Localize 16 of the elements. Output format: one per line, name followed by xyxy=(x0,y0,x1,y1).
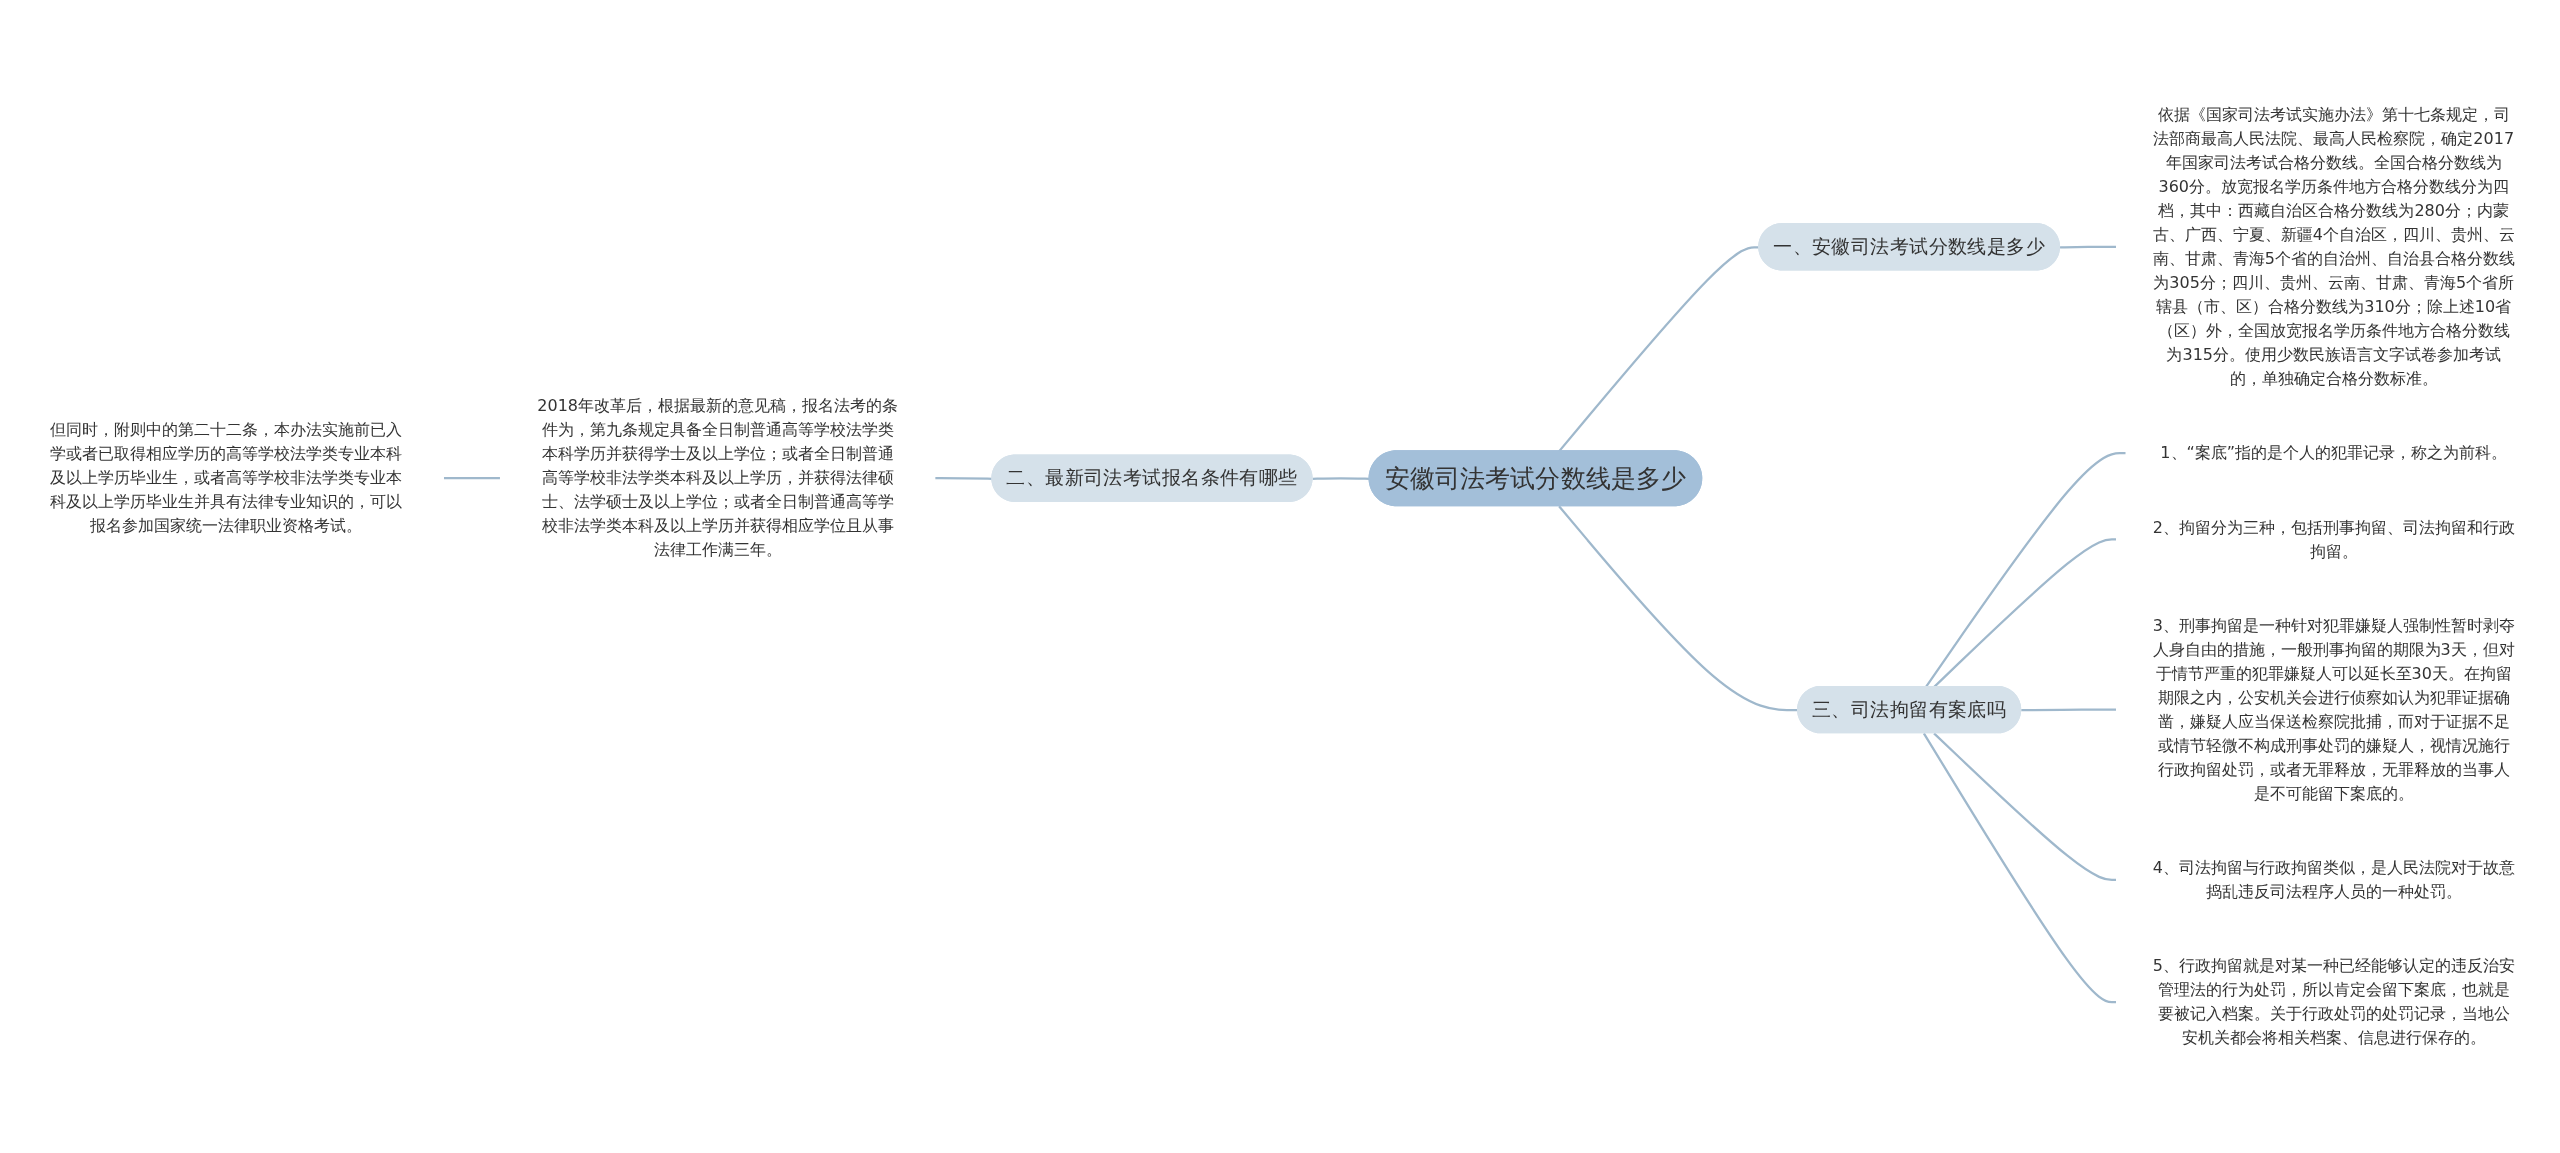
connector xyxy=(1924,451,2127,688)
connector xyxy=(2021,708,2117,712)
node-text: 但同时，附则中的第二十二条，本办法实施前已入学或者已取得相应学历的高等学校法学类专业本科及以上学历毕业生，或者高等学校非法学类专业本科及以上学历毕业生并具有法律专业知识的，可以报名参加国家统一法律职业资格考试。 xyxy=(50,420,403,535)
node-text: 依据《国家司法考试实施办法》第十七条规定，司法部商最高人民法院、最高人民检察院，确定2017年国家司法考试合格分数线。全国合格分数线为360分。放宽报名学历条件地方合格分数线分为四档，其中：西藏自治区合格分数线为280分；内蒙古、广西、宁夏、新疆4个自治区，四川、贵州、云南、甘肃、青海5个省的自治州、自治县合格分数线为305分；四川、贵州、云南、甘肃、青海5个省所辖县（市、区）合格分数线为310分；除上述10省（区）外，全国放宽报名学历条件地方合格分数线为315分。使用少数民族语言文字试卷参加考试的，单独确定合格分数标准。 xyxy=(2152,105,2515,388)
connector xyxy=(443,477,501,480)
node-text: 5、行政拘留就是对某一种已经能够认定的违反治安管理法的行为处罚，所以肯定会留下案底，也就是要被记入档案。关于行政处罚的处罚记录，当地公安机关都会将相关档案、信息进行保存的。 xyxy=(2152,956,2515,1047)
node-text: 3、刑事拘留是一种针对犯罪嫌疑人强制性暂时剥夺人身自由的措施，一般刑事拘留的期限为3天，但对于情节严重的犯罪嫌疑人可以延长至30天。在拘留期限之内，公安机关会进行侦察如认为犯罪证据确凿，嫌疑人应当保送检察院批捕，而对于证据不足或情节轻微不构成刑事处罚的嫌疑人，视情况施行行政拘留处罚，或者无罪释放，无罪释放的当事人是不可能留下案底的。 xyxy=(2152,615,2515,803)
node-text: 1、“案底”指的是个人的犯罪记录，称之为前科。 xyxy=(2160,443,2508,462)
node-text: 2018年改革后，根据最新的意见稿，报名法考的条件为，第九条规定具备全日制普通高等学校法学类本科学历并获得学士及以上学位；或者全日制普通高等学校非法学类本科及以上学历，并获得法律硕士、法学硕士及以上学位；或者全日制普通高等学校非法学类本科及以上学历并获得相应学位且从事法律工作满三年。 xyxy=(537,396,898,559)
connector xyxy=(1933,538,2117,688)
connector xyxy=(1312,477,1370,480)
connector xyxy=(1933,732,2117,882)
node-text: 4、司法拘留与行政拘留类似，是人民法院对于故意捣乱违反司法程序人员的一种处罚。 xyxy=(2152,858,2515,901)
node-text: 2、拘留分为三种，包括刑事拘留、司法拘留和行政拘留。 xyxy=(2152,517,2515,560)
connector xyxy=(1922,732,2117,1004)
connector xyxy=(2060,245,2117,249)
